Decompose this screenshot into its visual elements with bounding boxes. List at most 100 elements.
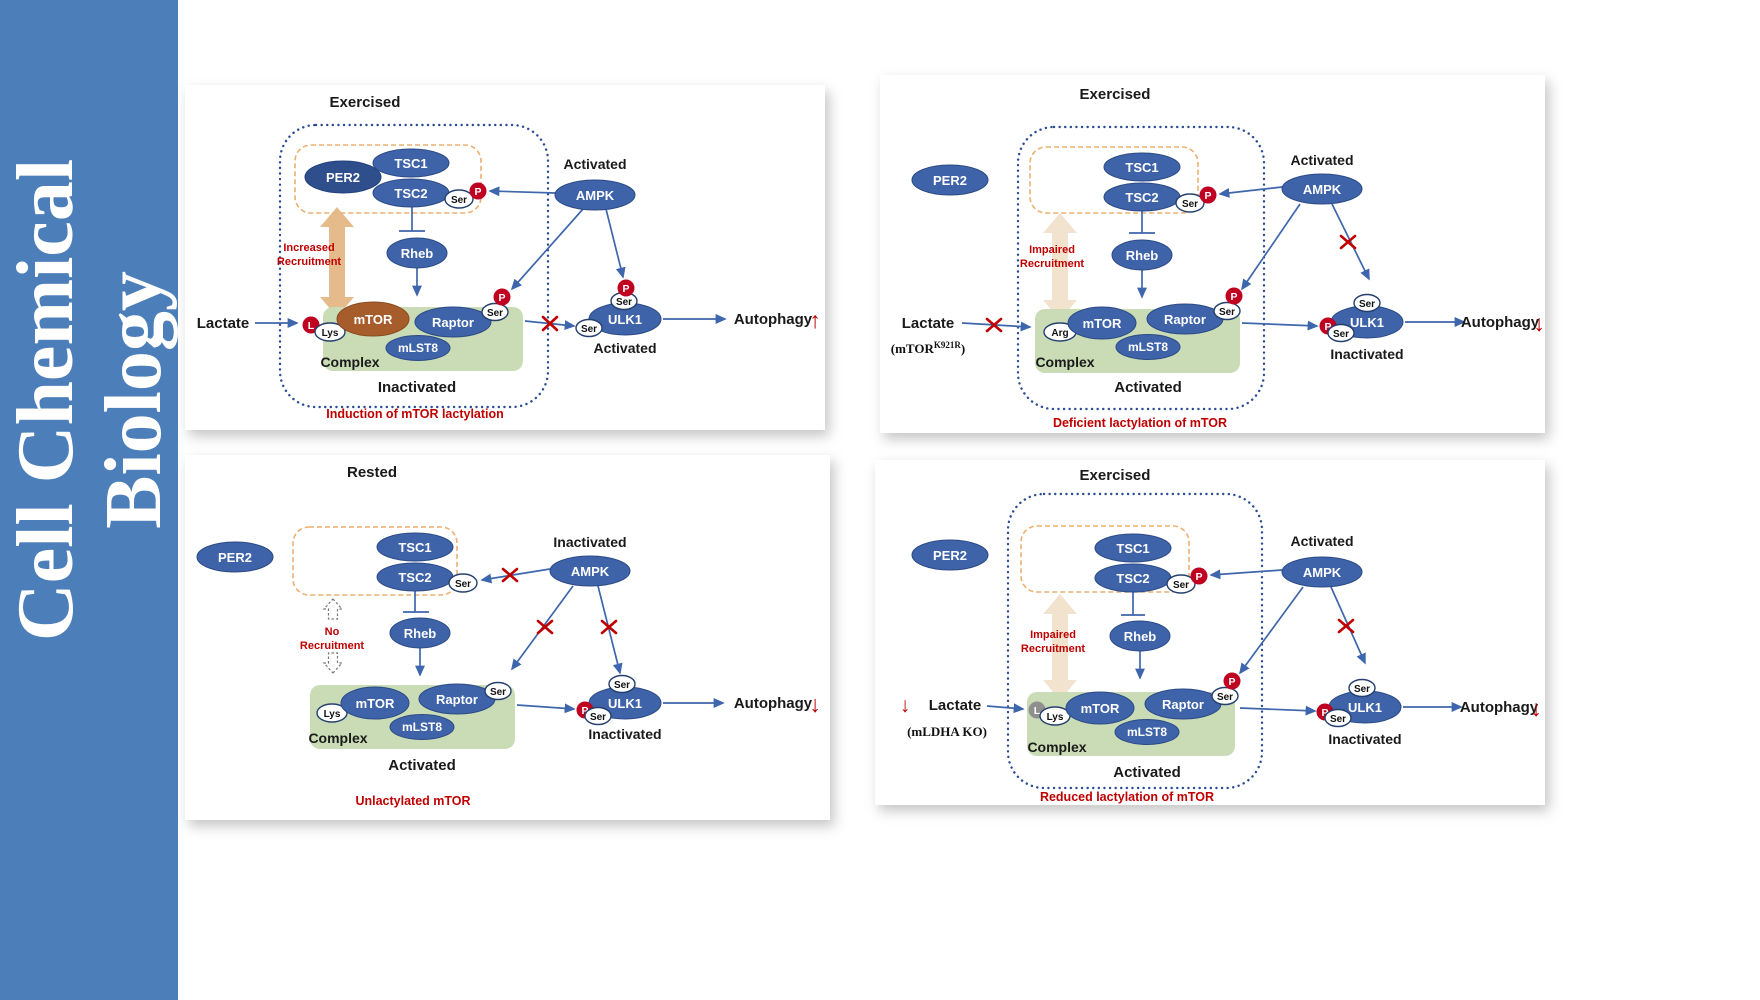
arrows	[961, 186, 1466, 333]
panel1-diagram: Exercised Increased Recruitment PER2 TSC…	[197, 94, 821, 421]
ampk-to-ulk1-arrow	[605, 208, 626, 279]
panel-title: Exercised	[330, 94, 401, 111]
tsc1-label: TSC1	[398, 540, 431, 555]
rheb-node: Rheb	[386, 237, 448, 269]
mlst8-label: mLST8	[402, 720, 442, 734]
rheb-label: Rheb	[404, 626, 437, 641]
phospho-label: P	[622, 283, 629, 295]
ser-label: Ser	[1330, 714, 1346, 725]
x-mark-ampk-tsc2	[501, 567, 519, 583]
ser-label: Ser	[490, 687, 506, 698]
ampk-node: AMPK	[554, 179, 636, 211]
tsc1-label: TSC1	[394, 156, 427, 171]
recruitment-label-line2: Recruitment	[1021, 643, 1086, 655]
ampk-to-tsc2-arrow	[1218, 186, 1283, 198]
lactate-arrow	[986, 703, 1025, 714]
ampk-state: Activated	[1290, 533, 1353, 549]
journal-title-line2: Biology	[90, 271, 178, 529]
lys-label: Lys	[324, 709, 341, 720]
ampk-node: AMPK	[549, 555, 631, 587]
lactate-direction-arrow: ↓	[900, 694, 911, 717]
tsc2-ser-marker: Ser	[444, 189, 474, 209]
ampk-label: AMPK	[576, 188, 615, 203]
ser-label: Ser	[1359, 299, 1375, 310]
raptor-node: Raptor	[1146, 303, 1224, 335]
rheb-label: Rheb	[401, 246, 434, 261]
tsc1-node: TSC1	[1094, 533, 1172, 563]
ulk1-top-phospho-marker: P	[617, 279, 635, 297]
tsc2-phospho-marker: P	[1199, 186, 1217, 204]
note-post: )	[961, 341, 965, 356]
raptor-label: Raptor	[432, 315, 474, 330]
raptor-ser-marker: Ser	[481, 302, 509, 322]
ser-label: Ser	[1219, 307, 1235, 318]
lys-marker: Lys	[1039, 706, 1071, 726]
mtor-node: mTOR	[1067, 306, 1137, 340]
recruitment-label-line1: Impaired	[1030, 629, 1076, 641]
raptor-node: Raptor	[418, 683, 496, 715]
mtor-label: mTOR	[1081, 701, 1120, 716]
lys-label: Lys	[322, 328, 339, 339]
ulk1-state: Inactivated	[588, 726, 661, 742]
ser-label: Ser	[1182, 199, 1198, 210]
ser-label: Ser	[1173, 580, 1189, 591]
recruitment-dashed-box	[292, 526, 458, 596]
phospho-label: P	[1195, 571, 1202, 583]
complex-state: Activated	[1114, 379, 1182, 396]
ser-label: Ser	[1217, 692, 1233, 703]
ser-label: Ser	[581, 324, 597, 335]
ampk-state: Activated	[563, 156, 626, 172]
tsc2-label: TSC2	[398, 570, 431, 585]
ampk-node: AMPK	[1281, 173, 1363, 205]
panel-exercised-mldha-ko: Exercised Impaired Recruitment PER2 TSC1…	[875, 460, 1545, 805]
recruitment-dashed-box	[1029, 146, 1199, 214]
per2-label: PER2	[218, 550, 252, 565]
arrows	[322, 567, 725, 714]
raptor-phospho-marker: P	[1225, 287, 1243, 305]
mtor-mutant-note: (mTORK921R)	[891, 340, 965, 356]
phospho-label: P	[1204, 190, 1211, 202]
panel3-diagram: Rested No Recruitment PER2 TSC1 TSC2 Ser…	[196, 464, 821, 808]
x-mark-ampk-ulk1	[1339, 234, 1357, 250]
rheb-node: Rheb	[1111, 239, 1173, 271]
rheb-label: Rheb	[1126, 248, 1159, 263]
x-mark-lactate	[985, 317, 1003, 333]
journal-title-line1: Cell Chemical	[2, 158, 90, 642]
tsc1-node: TSC1	[376, 532, 454, 562]
arg-label: Arg	[1051, 328, 1068, 339]
cell-dotted-border	[278, 123, 550, 409]
ulk1-left-ser-marker: Ser	[1327, 323, 1355, 343]
per2-node: PER2	[911, 539, 989, 571]
ser-label: Ser	[1333, 329, 1349, 340]
raptor-label: Raptor	[1164, 312, 1206, 327]
phospho-label: P	[1321, 707, 1328, 719]
ser-label: Ser	[451, 195, 467, 206]
complex-to-ulk1-arrow	[1241, 320, 1319, 331]
lactate-arrow	[961, 321, 1032, 332]
autophagy-label: Autophagy	[1461, 314, 1540, 331]
ulk1-left-ser-marker: Ser	[1324, 708, 1352, 728]
autophagy-direction-arrow: ↑	[809, 307, 821, 333]
panel-caption: Induction of mTOR lactylation	[326, 407, 504, 421]
raptor-node: Raptor	[1144, 688, 1222, 720]
ulk1-state: Inactivated	[1328, 731, 1401, 747]
complex-state: Activated	[1113, 764, 1181, 781]
ulk1-top-ser-marker: Ser	[610, 291, 638, 311]
ulk1-top-ser-marker: Ser	[1353, 293, 1381, 313]
mtor-node: mTOR	[1065, 691, 1135, 725]
complex-label: Complex	[308, 730, 367, 746]
x-mark-ampk-ulk1	[1337, 618, 1355, 634]
ulk1-left-ser-marker: Ser	[575, 318, 603, 338]
ulk1-label: ULK1	[1348, 700, 1382, 715]
tsc2-label: TSC2	[394, 186, 427, 201]
phospho-label: P	[474, 186, 481, 198]
phospho-label: P	[581, 705, 588, 717]
recruitment-arrow	[1043, 594, 1077, 700]
autophagy-label: Autophagy	[1460, 699, 1539, 716]
raptor-ser-marker: Ser	[1211, 686, 1239, 706]
ampk-to-complex-arrow	[510, 208, 584, 291]
raptor-label: Raptor	[1162, 697, 1204, 712]
panel-caption: Unlactylated mTOR	[355, 794, 470, 808]
recruitment-label-line2: Recruitment	[277, 256, 342, 268]
lactate-label: Lactate	[197, 315, 250, 332]
